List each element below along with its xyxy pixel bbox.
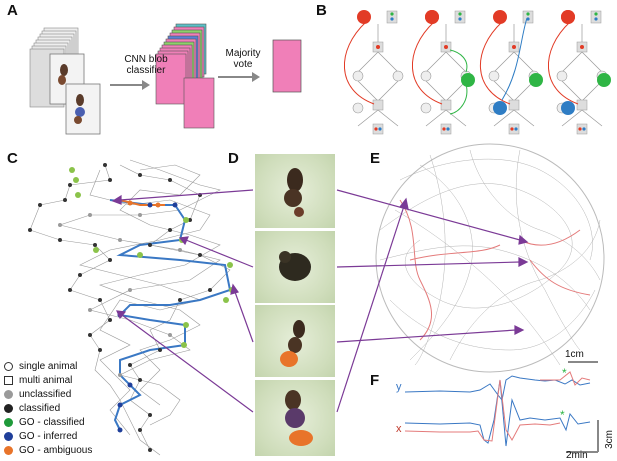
legend-single-animal: single animal (4, 360, 77, 373)
graph-nodes (28, 163, 235, 452)
legend-multi-animal: multi animal (4, 374, 72, 387)
legend-go-classified: GO - classified (4, 416, 85, 429)
unclassified-dot-icon (4, 390, 13, 399)
trace-x-label: x (396, 423, 402, 435)
legend-label: GO - classified (19, 417, 85, 428)
go-classified-dot-icon (4, 418, 13, 427)
arena-scalebar-label: 1cm (565, 349, 584, 360)
panel-c-letter: C (7, 150, 18, 167)
legend-label: GO - ambiguous (19, 445, 93, 456)
panel-f-letter: F (370, 372, 380, 389)
legend-classified: classified (4, 402, 60, 415)
legend-label: GO - inferred (19, 431, 78, 442)
classified-dot-icon (4, 404, 13, 413)
legend-label: single animal (19, 361, 78, 372)
trace-scale-v-label: 3cm (604, 430, 615, 449)
multi-animal-marker-icon (4, 376, 13, 385)
go-ambiguous-dot-icon (4, 446, 13, 455)
legend-label: classified (19, 403, 61, 414)
trace-star-1: * (562, 366, 567, 380)
cnn-blob-classifier-label: CNN blob classifier (124, 54, 168, 76)
majority-vote-result (272, 39, 302, 93)
panel-a-letter: A (7, 2, 18, 19)
go-inferred-dot-icon (4, 432, 13, 441)
single-animal-marker-icon (4, 362, 13, 371)
panel-e-letter: E (370, 150, 381, 167)
trace-scale-h-label: 2min (566, 450, 588, 461)
blob-image-4 (253, 378, 337, 458)
panel-d-letter: D (228, 150, 239, 167)
legend-go-ambiguous: GO - ambiguous (4, 444, 92, 457)
classifier-output-stack (155, 23, 215, 129)
frame-stack (29, 27, 101, 135)
legend-label: multi animal (19, 375, 73, 386)
trace-y-label: y (396, 381, 402, 393)
legend-unclassified: unclassified (4, 388, 71, 401)
panel-b-letter: B (316, 2, 327, 19)
trace-star-2: * (560, 408, 565, 422)
legend-label: unclassified (19, 389, 72, 400)
legend-go-inferred: GO - inferred (4, 430, 77, 443)
graph-column-1 (344, 10, 404, 135)
majority-vote-label: Majority vote (225, 48, 261, 70)
